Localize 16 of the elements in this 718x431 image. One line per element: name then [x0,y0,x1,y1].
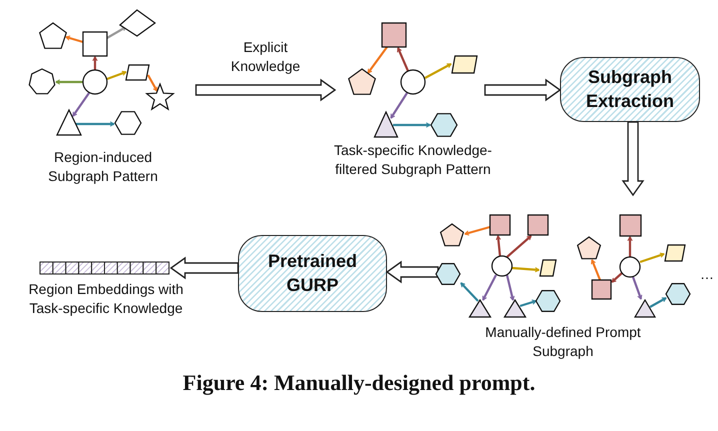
process-box [560,57,700,122]
node-caption: Task-specific Knowledge-filtered Subgraph Pattern [333,141,493,179]
ellipsis-note: … [700,266,714,282]
block-arrow [195,78,336,102]
block-arrow [484,78,562,102]
node-caption: Region-induced Subgraph Pattern [47,148,159,186]
box-title: Subgraph Extraction [584,66,676,112]
box-title: Pretrained GURP [267,250,358,296]
node-caption: Region Embeddings with Task-specific Knowledge [28,280,184,318]
embedding-bar [38,259,171,277]
node-caption: Manually-defined Prompt Subgraph [484,323,642,361]
block-arrow [170,256,239,280]
process-box [238,235,387,312]
block-arrow [386,260,439,284]
figure-caption: Figure 4: Manually-designed prompt. [182,370,536,396]
block-arrow [622,121,644,196]
